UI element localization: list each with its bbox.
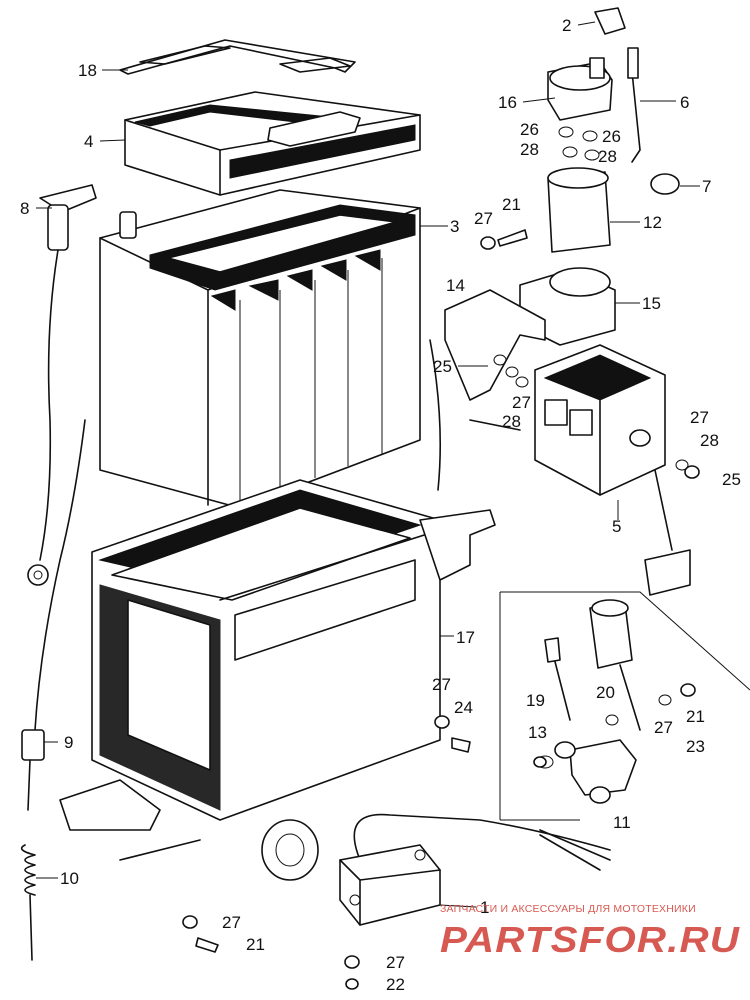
callout-2: 2: [562, 16, 571, 35]
callout-27: 27: [512, 393, 531, 412]
callout-labels: 2 18 16 6 26 26 28 28 4 7 8 21 27 12 3 1…: [20, 16, 741, 994]
battery: [99, 189, 442, 509]
callout-10: 10: [60, 869, 79, 888]
callout-18: 18: [78, 61, 97, 80]
callout-26: 26: [602, 127, 621, 146]
callout-27: 27: [474, 209, 493, 228]
callout-28: 28: [502, 412, 521, 431]
leader-lines: [36, 21, 700, 908]
callout-25: 25: [722, 470, 741, 489]
callout-26: 26: [520, 120, 539, 139]
callout-8: 8: [20, 199, 29, 218]
callout-4: 4: [84, 132, 93, 151]
callout-7: 7: [702, 177, 711, 196]
watermark-logo: PARTSFOR.RU: [440, 919, 740, 958]
battery-hold-down-strap: [119, 39, 356, 75]
callout-25: 25: [433, 357, 452, 376]
battery-cover: [124, 91, 421, 196]
callout-28: 28: [520, 140, 539, 159]
callout-27: 27: [654, 718, 673, 737]
callout-9: 9: [64, 733, 73, 752]
watermark-caption: ЗАПЧАСТИ И АКСЕССУАРЫ ДЛЯ МОТОТЕХНИКИ: [440, 903, 696, 915]
callout-24: 24: [454, 698, 473, 717]
rectifier: [339, 813, 611, 926]
callout-1: 1: [480, 898, 489, 917]
callout-15: 15: [642, 294, 661, 313]
callout-21: 21: [502, 195, 521, 214]
positive-cable: [20, 419, 86, 961]
callout-14: 14: [446, 276, 465, 295]
callout-17: 17: [456, 628, 475, 647]
callout-27: 27: [386, 953, 405, 972]
battery-box: [59, 479, 496, 881]
callout-21: 21: [686, 707, 705, 726]
callout-19: 19: [526, 691, 545, 710]
callout-6: 6: [680, 93, 689, 112]
callout-5: 5: [612, 517, 621, 536]
fuse-box-assembly: [444, 289, 691, 596]
callout-27: 27: [222, 913, 241, 932]
callout-27: 27: [432, 675, 451, 694]
negative-cable: [27, 184, 97, 586]
inset-regulator-group: [499, 591, 750, 821]
hardware-fasteners: [182, 229, 700, 990]
callout-28: 28: [700, 431, 719, 450]
callout-3: 3: [450, 217, 459, 236]
callout-22: 22: [386, 975, 405, 994]
callout-27: 27: [690, 408, 709, 427]
callout-13: 13: [528, 723, 547, 742]
callout-20: 20: [596, 683, 615, 702]
callout-16: 16: [498, 93, 517, 112]
callout-11: 11: [613, 813, 631, 832]
watermark-logo-text: PARTSFOR.RU: [440, 919, 740, 958]
callout-28: 28: [598, 147, 617, 166]
callout-23: 23: [686, 737, 705, 756]
callout-12: 12: [643, 213, 662, 232]
callout-21: 21: [246, 935, 265, 954]
